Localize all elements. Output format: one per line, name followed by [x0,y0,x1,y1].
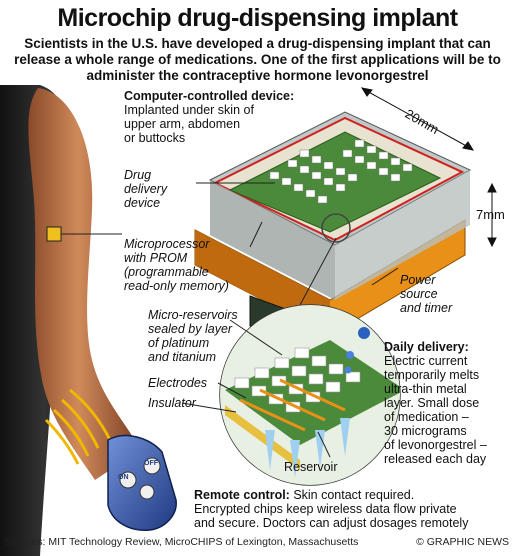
remote-control-label: Remote control: Skin contact required. E… [194,488,468,530]
daily-line: Electric current [384,354,468,368]
daily-delivery-label: Daily delivery: Electric current tempora… [384,340,487,466]
device-label: Computer-controlled device: Implanted un… [124,89,294,145]
microprocessor-label: Microprocessor with PROM (programmable r… [124,237,229,293]
res-label-line: sealed by layer [148,322,233,336]
drug-droplet [346,351,354,359]
remote-line: Skin contact required. [289,488,415,502]
power-label-line: source [400,287,438,301]
res-label-line: of platinum [148,336,210,350]
arm-shape [28,88,140,480]
daily-line: of medication – [384,410,469,424]
remote-on-button [119,471,137,489]
drug-label-line: Drug [124,168,152,182]
daily-line: released each day [384,452,487,466]
insulator-label: Insulator [148,396,196,410]
page-title: Microchip drug-dispensing implant [57,4,458,32]
remote-off-label: OFF [144,460,158,467]
remote-on-label: ON [118,474,129,481]
dimension-arrows [360,87,497,248]
micro-reservoirs-label: Micro-reservoirs sealed by layer of plat… [148,308,238,364]
remote-center-button [139,484,155,500]
power-label-line: and timer [400,301,453,315]
device-heading: Computer-controlled device: [124,89,295,103]
power-label: Power source and timer [400,273,452,315]
micro-label-line: read-only memory) [124,279,229,293]
daily-line: ultra-thin metal [384,382,467,396]
reservoir-label: Reservoir [284,460,338,474]
sources-footer: Sources: MIT Technology Review, MicroCHI… [4,536,359,548]
wireless-signal-arcs [44,388,112,465]
device-text-line: or buttocks [124,131,186,145]
power-label-line: Power [400,273,436,287]
micro-label-line: with PROM [124,251,188,265]
drug-droplet [358,327,370,339]
micro-label-line: (programmable [124,265,209,279]
remote-heading: Remote control: [194,488,290,502]
device-text-line: Implanted under skin of [124,103,254,117]
remote-control-device [107,434,177,531]
drug-label-line: delivery [124,182,168,196]
res-label-line: and titanium [148,350,217,364]
implant-location-marker [46,226,62,242]
remote-line: and secure. Doctors can adjust dosages r… [194,516,469,530]
credit-footer: © GRAPHIC NEWS [416,536,509,548]
daily-line: of levonorgestrel – [384,438,487,452]
magnified-view [219,304,401,486]
magnifier-source-circle [321,213,351,243]
drug-delivery-label: Drug delivery device [124,168,167,210]
daily-line: layer. Small dose [384,396,480,410]
remote-line: Encrypted chips keep wireless data flow … [194,502,457,516]
remote-off-button [143,457,161,475]
page-subtitle: Scientists in the U.S. have developed a … [14,36,501,83]
device-text-line: upper arm, abdomen [124,117,241,131]
daily-heading: Daily delivery: [384,340,469,354]
daily-line: 30 micrograms [384,424,467,438]
leader-lines [181,182,399,458]
drug-droplet [344,366,352,374]
micro-label-line: Microprocessor [124,237,210,251]
res-label-line: Micro-reservoirs [148,308,238,322]
daily-line: temporarily melts [384,368,480,382]
drug-label-line: device [124,196,161,210]
electrodes-label: Electrodes [148,376,208,390]
magnifier-link-line [299,237,337,306]
dimension-height-label: 7mm [476,207,505,222]
